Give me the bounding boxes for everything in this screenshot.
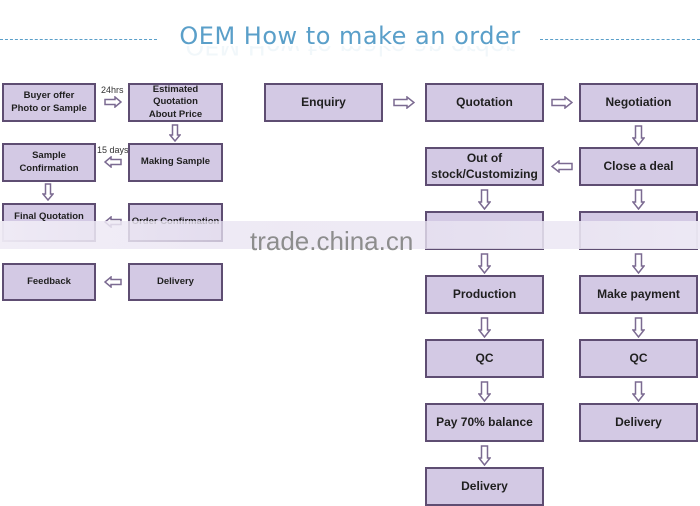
arrow-down-icon [632, 253, 645, 274]
arrow-down-icon [632, 381, 645, 402]
box-close-deal: Close a deal [579, 147, 698, 186]
arrow-down-icon [632, 125, 645, 146]
label-24hrs: 24hrs [101, 85, 124, 95]
box-quotation: Quotation [425, 83, 544, 122]
box-delivery-left: Delivery [425, 467, 544, 506]
arrow-left-icon [551, 160, 573, 173]
box-delivery: Delivery [128, 263, 223, 301]
box-sample-confirmation: Sample Confirmation [2, 143, 96, 182]
arrow-right-icon [393, 96, 415, 109]
box-production: Production [425, 275, 544, 314]
arrow-down-icon [478, 381, 491, 402]
box-delivery-right: Delivery [579, 403, 698, 442]
box-feedback: Feedback [2, 263, 96, 301]
box-negotiation: Negotiation [579, 83, 698, 122]
arrow-down-icon [478, 189, 491, 210]
box-qc-right: QC [579, 339, 698, 378]
arrow-right-icon [104, 96, 122, 108]
arrow-down-icon [632, 317, 645, 338]
box-out-of-stock: Out of stock/Customizing [425, 147, 544, 186]
box-enquiry: Enquiry [264, 83, 383, 122]
divider-right [540, 39, 700, 40]
page-title: OEM How to make an order [179, 22, 521, 50]
box-buyer-offer: Buyer offer Photo or Sample [2, 83, 96, 122]
label-15-days: 15 days [97, 145, 129, 155]
arrow-down-icon [169, 124, 181, 142]
arrow-left-icon [104, 156, 122, 168]
box-make-payment: Make payment [579, 275, 698, 314]
divider-left [0, 39, 157, 40]
box-estimated-quotation: Estimated Quotation About Price [128, 83, 223, 122]
watermark: trade.china.cn [250, 226, 414, 256]
arrow-down-icon [42, 183, 54, 201]
arrow-right-icon [551, 96, 573, 109]
box-making-sample: Making Sample [128, 143, 223, 182]
arrow-left-icon [104, 276, 122, 288]
watermark-band [0, 221, 700, 249]
box-qc-left: QC [425, 339, 544, 378]
header: OEM How to make an order OEM How to make… [0, 22, 700, 60]
box-pay-balance: Pay 70% balance [425, 403, 544, 442]
arrow-down-icon [478, 317, 491, 338]
arrow-down-icon [478, 253, 491, 274]
arrow-down-icon [632, 189, 645, 210]
arrow-down-icon [478, 445, 491, 466]
title-reflection: OEM How to make an order [185, 46, 515, 60]
